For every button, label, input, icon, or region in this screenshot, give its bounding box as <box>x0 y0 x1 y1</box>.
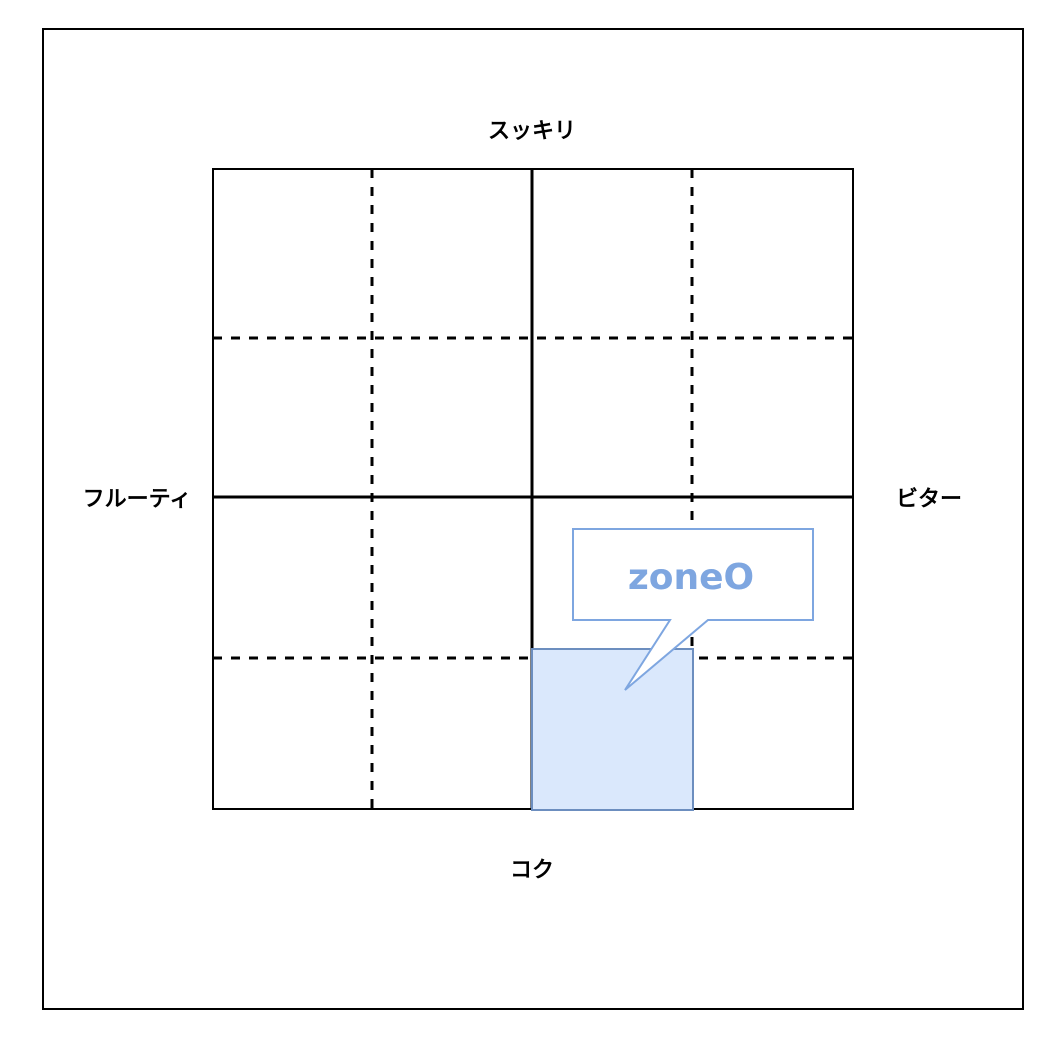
highlight-zone-cell <box>531 648 694 811</box>
callout-bubble <box>572 528 814 691</box>
callout-label: zoneO <box>628 557 754 598</box>
axis-label-top: スッキリ <box>488 119 576 144</box>
axis-label-left: フルーティ <box>83 487 192 512</box>
axis-label-right: ビター <box>896 487 962 512</box>
axis-label-bottom: コク <box>510 858 554 883</box>
